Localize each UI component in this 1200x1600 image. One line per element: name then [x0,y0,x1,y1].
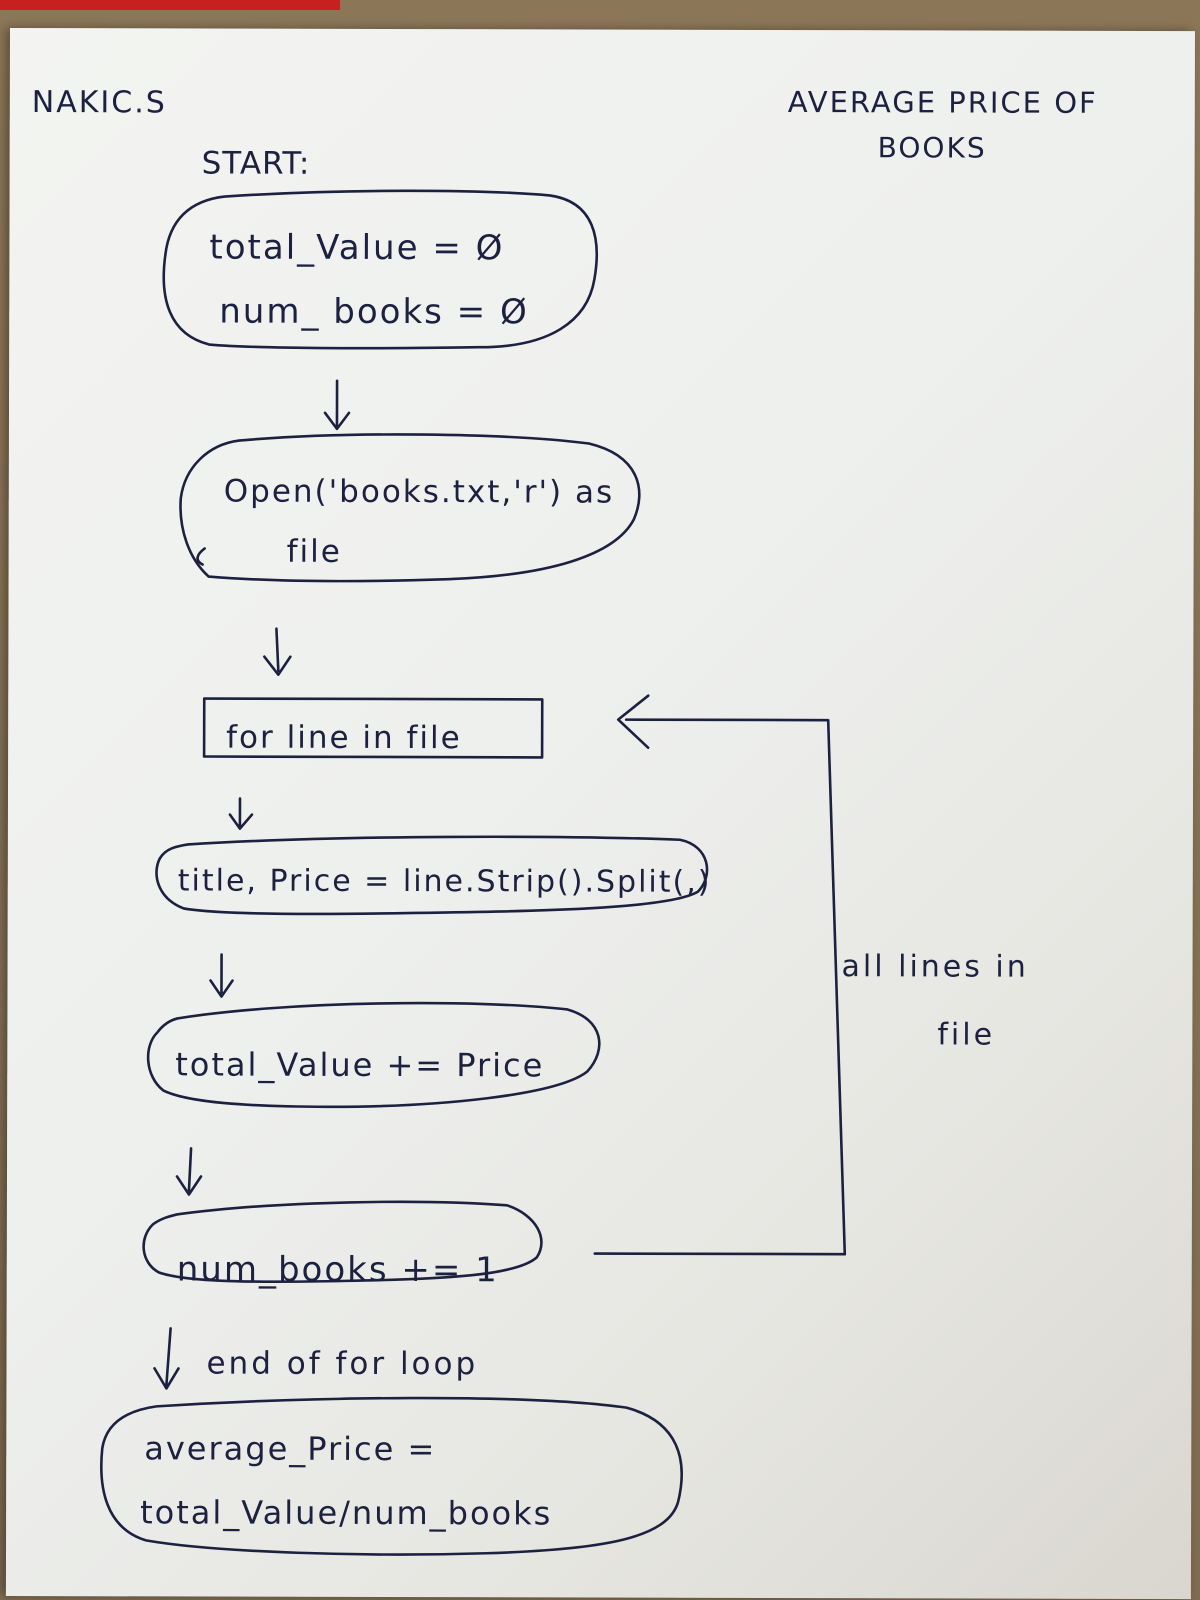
arrow-for-to-split [228,797,254,830]
init-node-text-line-1: total_Value = Ø [209,227,505,269]
open-file-node-shape [179,433,641,583]
diagram-title-line-1: AVERAGE PRICE OF [787,85,1098,120]
for-loop-node-text: for line in file [226,719,462,757]
split-line-node-text: title, Price = line.Strip().Split(,) [177,863,712,900]
open-file-node-tick [196,547,206,566]
loop-end-label: end of for loop [206,1345,479,1383]
add-value-node-text: total_Value += Price [175,1045,545,1085]
diagram-title-line-2: BOOKS [877,131,987,165]
for-loop-node-shape [202,697,544,759]
init-node-text-line-2: num_ books = Ø [219,291,529,333]
arrow-add-to-count [175,1147,203,1196]
arrow-count-to-average [153,1327,180,1390]
red-tape-strip [0,0,340,10]
loop-back-arrowhead [616,694,650,749]
average-node-text-line-2: total_Value/num_books [140,1493,553,1533]
start-label: START: [201,145,311,182]
count-books-node-shape [142,1200,543,1284]
loop-back-connector [593,718,847,1256]
arrow-init-to-open [323,379,351,431]
average-node-shape [100,1396,683,1556]
open-file-node-text-line-2: file [286,533,342,570]
init-node-shape [162,189,598,350]
count-books-node-text: num_books += 1 [176,1249,499,1291]
flowchart-drawing [100,189,847,1556]
loop-back-label-line-1: all lines in [841,949,1029,985]
split-line-node-shape [155,835,709,916]
loop-back-label-line-2: file [937,1017,996,1053]
arrow-open-to-for [263,627,292,677]
arrow-split-to-add [209,953,234,998]
open-file-node-text-line-1: Open('books.txt,'r') as [223,473,615,511]
paper-sheet: NAKIC.S AVERAGE PRICE OF BOOKS START: to… [5,28,1195,1600]
average-node-text-line-1: average_Price = [144,1429,437,1469]
author-name: NAKIC.S [31,85,167,121]
add-value-node-shape [146,1001,601,1109]
